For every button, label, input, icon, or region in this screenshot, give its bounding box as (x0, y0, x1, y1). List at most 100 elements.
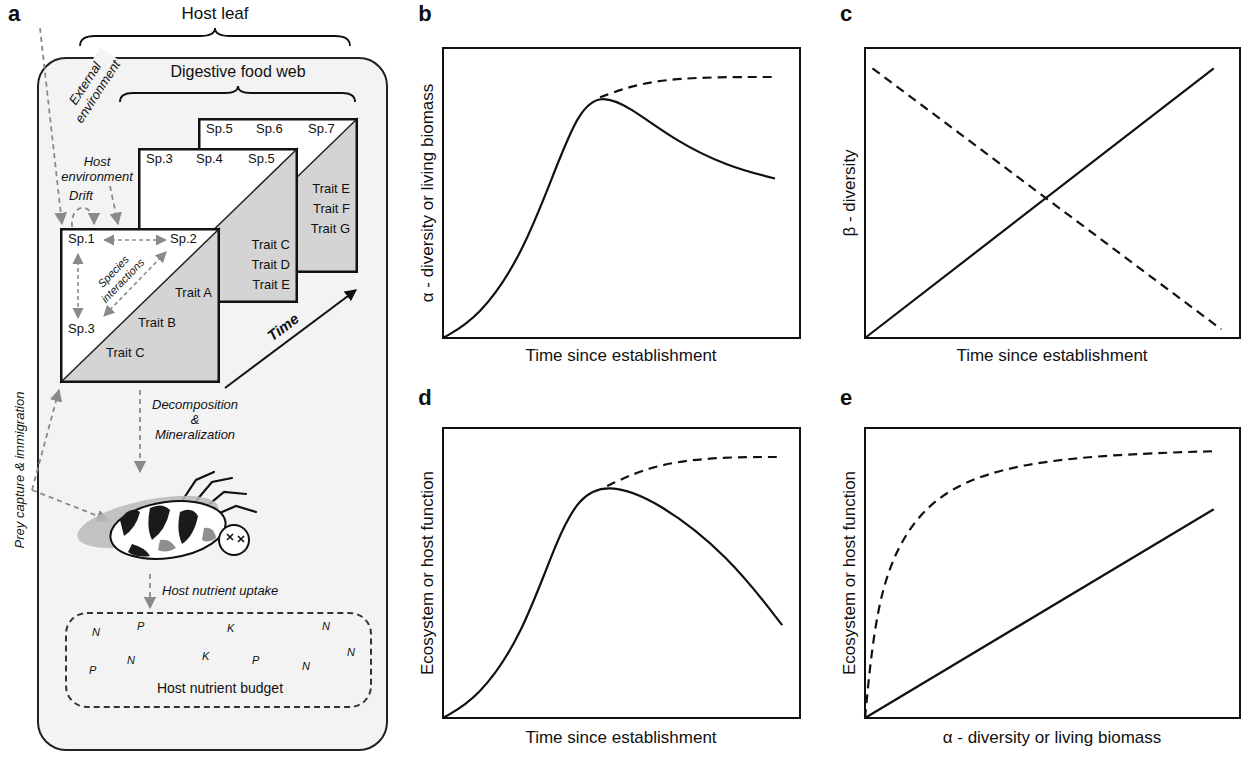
prey-insect-part-part (148, 505, 170, 540)
axis-label: Ecosystem or host function (418, 471, 438, 675)
species-name: Sp.1 (68, 232, 95, 247)
panel-letter: d (418, 385, 431, 410)
time-arrow (225, 290, 356, 388)
axis-label: β - diversity (840, 149, 860, 236)
host-env-arrow (110, 186, 118, 224)
prey-insect-part-part (202, 528, 216, 542)
trait-name: Trait C (106, 346, 145, 361)
panel-letter: e (840, 385, 852, 410)
prey-insect-part (227, 534, 244, 542)
nutrient-symbol: N (322, 620, 330, 633)
species-name: Sp.2 (170, 232, 197, 247)
prey-insect (73, 472, 256, 566)
prey-insect-part-part (238, 536, 244, 542)
trait-name: Trait A (175, 286, 212, 301)
prey-arrow (32, 490, 108, 520)
chart-frames (443, 48, 1240, 718)
axis-label: α - diversity or living biomass (418, 84, 438, 303)
species-name: Sp.4 (196, 152, 223, 167)
card-diagonal (60, 228, 220, 383)
trait-name: Trait E (312, 182, 350, 197)
prey-insect-part-part (128, 544, 150, 557)
decomposition-arrow (139, 390, 141, 472)
food-web-card: Sp.1 Sp.2Sp.3 Trait A Trait B Trait C (60, 228, 220, 383)
prey-insect-part (158, 528, 216, 552)
nutrient-symbol: N (302, 660, 310, 673)
trait-name: Trait G (311, 222, 350, 237)
external-arrow (40, 28, 62, 224)
axis-label: α - diversity or living biomass (943, 728, 1162, 748)
dashed-trend (865, 451, 1214, 718)
species-name: Sp.6 (256, 122, 283, 137)
nutrient-symbol: P (89, 664, 96, 677)
nutrient-symbol: P (252, 654, 259, 667)
chart-frame (443, 428, 800, 718)
host-leaf-outline (38, 58, 387, 750)
card-diagonal (198, 118, 358, 273)
solid-trend (865, 68, 1214, 338)
uptake-arrow (149, 574, 151, 608)
trait-name: Trait E (252, 278, 290, 293)
food-web-brace (120, 86, 355, 102)
dashed-trend (873, 68, 1222, 329)
prey-insect-part (219, 525, 249, 555)
axis-label: Time since establishment (525, 728, 716, 748)
panel-heading: Host leaf (181, 4, 248, 24)
card-lower-half (138, 148, 298, 303)
card-border (199, 119, 357, 272)
trait-name: Trait F (313, 202, 350, 217)
box-title: Host nutrient budget (157, 680, 283, 696)
solid-trend (865, 509, 1214, 718)
panel-letter: b (418, 1, 431, 26)
process-label: Decomposition & Mineralization (152, 398, 238, 443)
prey-insect-part (107, 494, 230, 566)
card-upper-half (60, 228, 220, 383)
card-upper-half (198, 118, 358, 273)
trait-name: Trait B (138, 316, 176, 331)
card-lower-half (198, 118, 358, 273)
nutrient-symbol: P (137, 620, 144, 633)
card-diagonal (138, 148, 298, 303)
nutrient-symbol: N (127, 654, 135, 667)
nutrient-symbol: K (202, 650, 209, 663)
species-name: Sp.5 (206, 122, 233, 137)
host-leaf-brace (80, 28, 350, 46)
card-border (61, 229, 219, 382)
drift-arrow (72, 208, 94, 227)
process-label: Prey capture & immigration (13, 392, 28, 549)
trait-name: Trait D (251, 258, 290, 273)
prey-insect-part (120, 505, 198, 556)
solid-trend (443, 488, 782, 718)
axis-label: Ecosystem or host function (840, 471, 860, 675)
dashed-trend (607, 457, 782, 486)
prey-insect-part-part (120, 510, 140, 536)
chart-frame (443, 48, 800, 338)
interaction-arrow (104, 239, 166, 241)
interaction-arrow (77, 254, 79, 318)
chart-curves (443, 68, 1221, 718)
process-label: Host nutrient uptake (162, 584, 278, 599)
dashed-trend (600, 77, 775, 97)
panel-letter: a (8, 1, 20, 26)
panel-letter: c (840, 1, 852, 26)
species-name: Sp.5 (248, 152, 275, 167)
nutrient-symbol: K (227, 622, 234, 635)
chart-frame (865, 428, 1240, 718)
solid-trend (443, 99, 775, 338)
trait-name: Trait C (251, 238, 290, 253)
prey-insect-part-part (178, 510, 198, 544)
nutrient-symbol: N (92, 626, 100, 639)
bracket-label: Digestive food web (170, 63, 305, 81)
nutrient-symbol: N (347, 646, 355, 659)
axis-label: Time since establishment (525, 346, 716, 366)
prey-insect-part-part (158, 540, 176, 552)
card-upper-half (138, 148, 298, 303)
axis-label: Time since establishment (956, 346, 1147, 366)
card-border (139, 149, 297, 302)
species-name: Sp.7 (308, 122, 335, 137)
prey-arrow (32, 390, 59, 490)
card-lower-half (60, 228, 220, 383)
process-label: Host environment (61, 155, 133, 185)
species-name: Sp.3 (68, 322, 95, 337)
